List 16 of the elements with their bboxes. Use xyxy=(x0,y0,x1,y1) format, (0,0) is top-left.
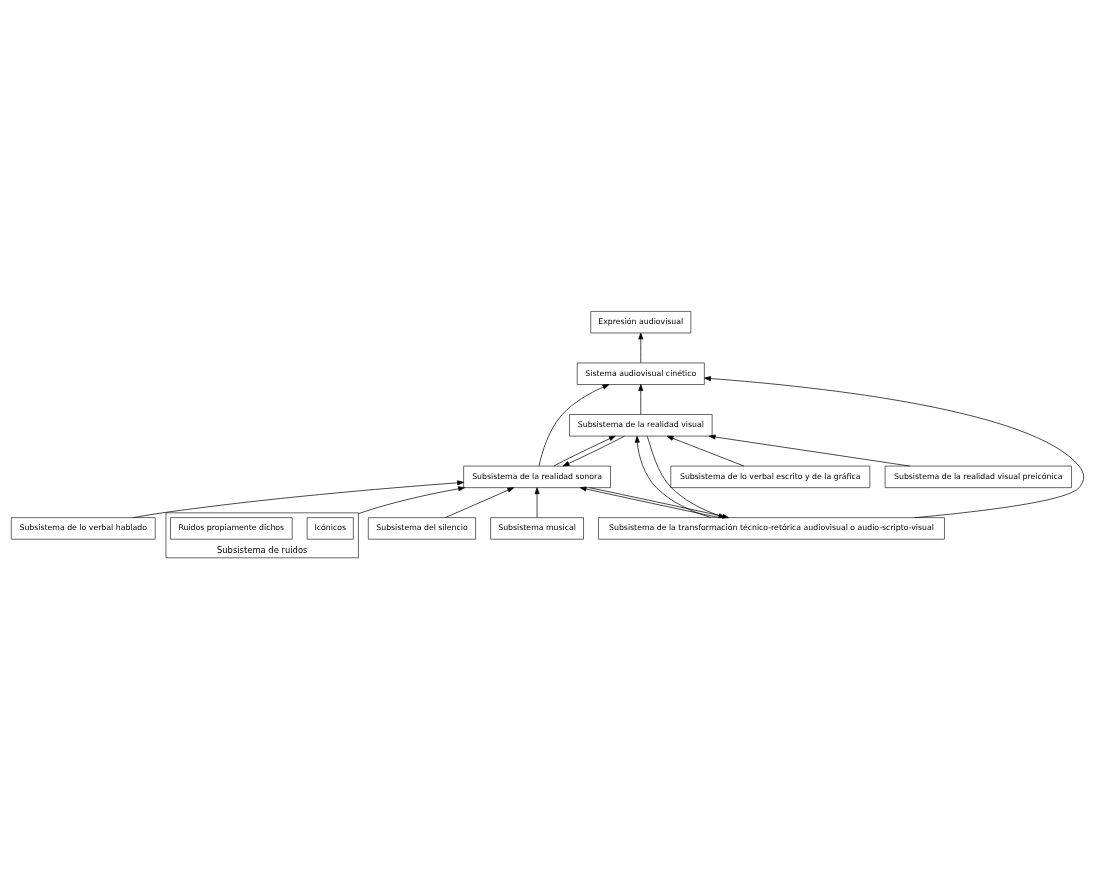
arrow xyxy=(133,479,464,518)
arrow xyxy=(534,486,540,518)
arrow xyxy=(646,435,726,518)
arrow xyxy=(445,486,515,518)
arrow xyxy=(553,435,616,466)
arrow xyxy=(704,375,1085,518)
arrow xyxy=(638,383,644,415)
arrow xyxy=(538,383,610,466)
arrow xyxy=(708,434,911,466)
arrow xyxy=(358,485,465,514)
arrow xyxy=(579,486,720,518)
arrow xyxy=(638,332,644,363)
arrow xyxy=(666,435,745,466)
arrow xyxy=(589,486,729,519)
arrow xyxy=(562,435,625,466)
arrow xyxy=(634,435,712,518)
